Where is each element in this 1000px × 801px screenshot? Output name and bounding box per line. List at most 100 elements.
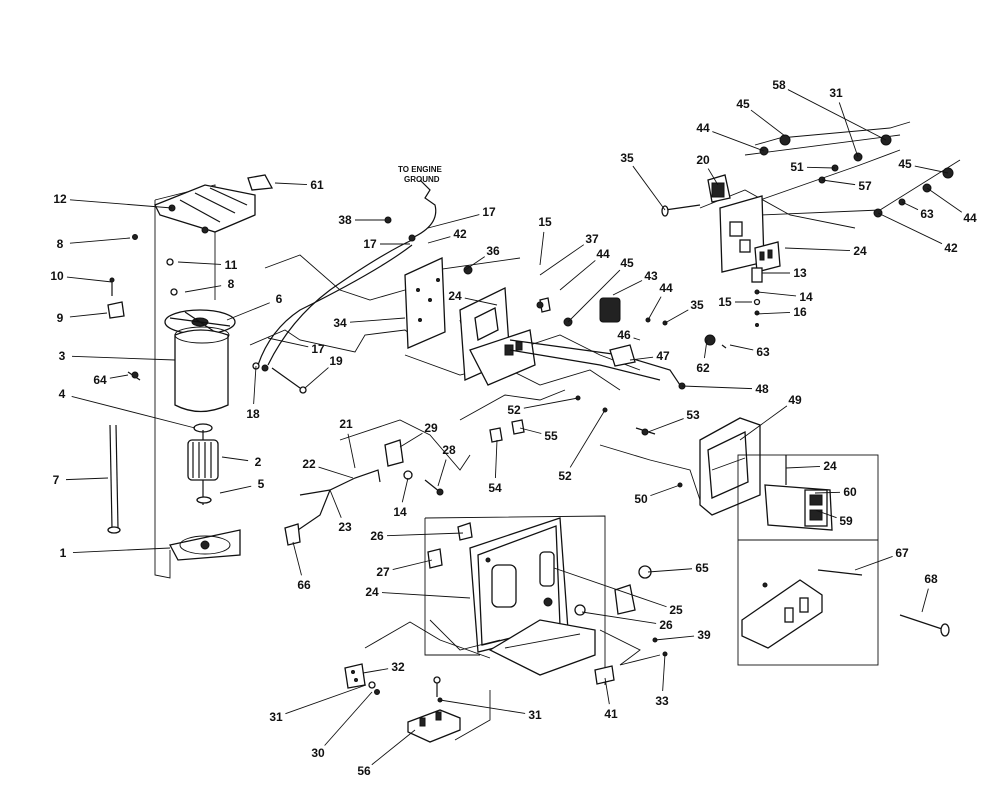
callout-11: 11 — [225, 258, 238, 272]
leader-52 — [523, 397, 579, 409]
leader-16 — [754, 311, 791, 315]
callout-45: 45 — [736, 97, 750, 111]
leader-17 — [427, 214, 480, 229]
leader-31 — [439, 699, 526, 714]
leader-19 — [304, 367, 329, 389]
panel-34 — [249, 254, 521, 353]
leader-11 — [177, 261, 222, 265]
motor-housing — [174, 329, 229, 413]
leader-63 — [901, 201, 919, 211]
right-box-lower — [741, 569, 950, 649]
leader-24 — [464, 297, 498, 306]
control-box — [404, 265, 727, 501]
leader-3 — [71, 355, 176, 361]
callout-61: 61 — [310, 178, 324, 192]
callout-33: 33 — [655, 694, 669, 708]
callout-15: 15 — [718, 295, 732, 309]
callout-14: 14 — [799, 290, 813, 304]
callout-63: 63 — [756, 345, 770, 359]
callout-39: 39 — [697, 628, 711, 642]
callout-58: 58 — [772, 78, 786, 92]
callout-56: 56 — [357, 764, 371, 778]
leader-65 — [647, 568, 693, 573]
callout-4: 4 — [59, 387, 66, 401]
leader-54 — [494, 439, 498, 479]
callout-6: 6 — [276, 292, 283, 306]
leader-50 — [650, 484, 681, 497]
callout-45: 45 — [620, 256, 634, 270]
callout-7: 7 — [53, 473, 60, 487]
callout-25: 25 — [669, 603, 683, 617]
leader-10 — [66, 276, 113, 283]
leader-37 — [539, 244, 585, 276]
callout-62: 62 — [696, 361, 710, 375]
callout-60: 60 — [843, 485, 857, 499]
callout-19: 19 — [329, 354, 343, 368]
leader-45 — [567, 269, 621, 323]
annotation-line-2: GROUND — [404, 175, 440, 184]
leader-44 — [559, 260, 596, 291]
callout-24: 24 — [853, 244, 867, 258]
leader-61 — [274, 182, 308, 185]
leader-7 — [65, 477, 109, 481]
leader-30 — [324, 691, 373, 746]
leader-44 — [712, 131, 765, 152]
leader-26 — [581, 611, 657, 624]
motor-assembly — [107, 174, 274, 579]
callout-35: 35 — [690, 298, 704, 312]
callout-53: 53 — [686, 408, 700, 422]
leader-51 — [806, 166, 836, 169]
callout-45: 45 — [898, 157, 912, 171]
callout-44: 44 — [596, 247, 610, 261]
leader-55 — [519, 427, 542, 434]
callout-26: 26 — [370, 529, 384, 543]
callout-42: 42 — [453, 227, 467, 241]
callout-22: 22 — [302, 457, 316, 471]
leader-49 — [739, 405, 788, 441]
leader-29 — [399, 432, 423, 448]
callout-44: 44 — [963, 211, 977, 225]
callout-47: 47 — [656, 349, 670, 363]
leader-43 — [612, 280, 643, 296]
leader-45 — [914, 165, 949, 174]
leader-14 — [757, 291, 797, 297]
callout-44: 44 — [659, 281, 673, 295]
callout-32: 32 — [391, 660, 405, 674]
part-61 — [247, 174, 274, 191]
leader-25 — [553, 567, 667, 608]
leader-26 — [386, 532, 464, 537]
callout-15: 15 — [538, 215, 552, 229]
leader-68 — [921, 588, 929, 613]
callout-2: 2 — [255, 455, 262, 469]
callout-9: 9 — [57, 311, 64, 325]
leader-lines — [65, 89, 963, 766]
annotation-line-1: TO ENGINE — [398, 165, 443, 174]
leader-63 — [729, 344, 754, 351]
leader-5 — [219, 485, 252, 494]
leader-42 — [877, 212, 943, 245]
leader-67 — [854, 555, 893, 571]
leader-35 — [664, 309, 689, 324]
callout-16: 16 — [793, 305, 807, 319]
callout-42: 42 — [944, 241, 958, 255]
callout-68: 68 — [924, 572, 938, 586]
leader-32 — [362, 668, 389, 674]
leader-21 — [347, 433, 356, 469]
callout-31: 31 — [269, 710, 283, 724]
callout-18: 18 — [246, 407, 260, 421]
leader-45 — [750, 109, 786, 137]
leader-44 — [926, 187, 963, 213]
callout-59: 59 — [839, 514, 853, 528]
callout-24: 24 — [448, 289, 462, 303]
leader-39 — [654, 635, 695, 641]
upper-right-panel — [661, 121, 961, 327]
leader-8 — [184, 285, 222, 293]
leader-24 — [785, 466, 821, 469]
callout-3: 3 — [59, 349, 66, 363]
callout-30: 30 — [311, 746, 325, 760]
leader-56 — [371, 729, 416, 766]
callout-10: 10 — [50, 269, 64, 283]
callout-12: 12 — [53, 192, 67, 206]
leader-8 — [69, 237, 131, 244]
